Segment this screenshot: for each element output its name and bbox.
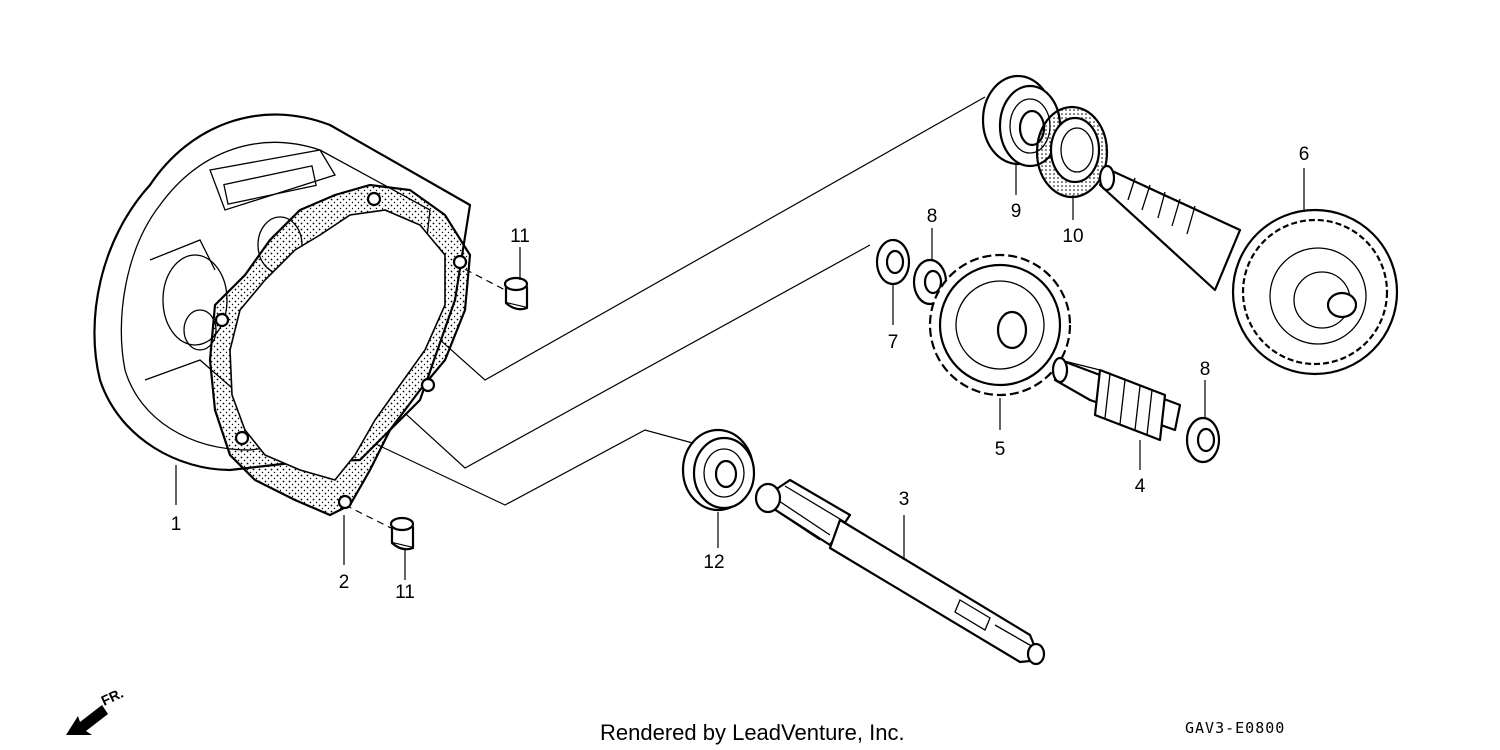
- callout-3: 3: [899, 489, 910, 510]
- drive-shaft: [754, 478, 1046, 666]
- callout-2: 2: [339, 572, 350, 593]
- callout-1: 1: [171, 514, 182, 535]
- callout-8-upper: 8: [927, 206, 938, 227]
- callout-11-upper: 11: [510, 226, 530, 247]
- washer-8-lower: [1185, 416, 1221, 464]
- callout-11-lower: 11: [395, 582, 415, 603]
- final-shaft: [1098, 164, 1399, 376]
- diagram-code: GAV3-E0800: [1185, 719, 1285, 737]
- footer-credit: Rendered by LeadVenture, Inc.: [600, 720, 905, 745]
- callout-10: 10: [1062, 226, 1083, 247]
- countershaft: [1051, 356, 1182, 442]
- gasket: [208, 183, 472, 517]
- callout-4: 4: [1135, 476, 1146, 497]
- callout-ticks: [175, 165, 1305, 580]
- dowel-pin-lower: [389, 516, 415, 551]
- callout-9: 9: [1011, 201, 1022, 222]
- front-direction-arrow-icon: [66, 705, 108, 735]
- dowel-pin-upper: [503, 276, 529, 311]
- callout-6: 6: [1299, 144, 1310, 165]
- callout-5: 5: [995, 439, 1006, 460]
- washer-7: [875, 238, 911, 286]
- callout-8-lower: 8: [1200, 359, 1211, 380]
- bearing-12: [681, 428, 756, 512]
- callout-12: 12: [703, 552, 724, 573]
- countershaft-gear: [928, 253, 1072, 397]
- oil-seal: [1035, 105, 1109, 199]
- callout-7: 7: [888, 332, 899, 353]
- front-direction-label: FR.: [99, 685, 126, 709]
